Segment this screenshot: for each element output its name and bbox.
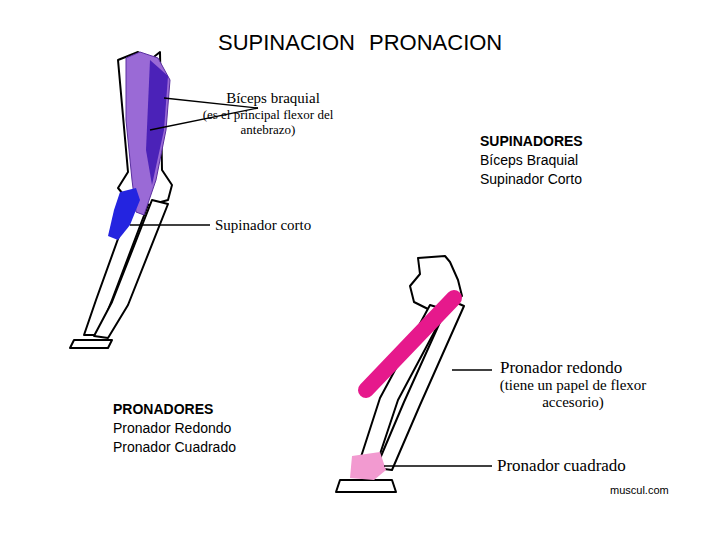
leader-line: [130, 224, 210, 225]
muscle-label: Bíceps braquial: [218, 90, 328, 107]
leader-line: [452, 369, 492, 370]
muscle-note: (tiene un papel de flexor accesorio): [494, 377, 652, 412]
biceps-muscle-shade: [146, 60, 168, 185]
watermark: muscul.com: [610, 484, 669, 497]
leader-line: [384, 465, 492, 466]
pronator-quadratus-muscle: [350, 452, 386, 480]
list-item: Pronador Cuadrado: [113, 439, 236, 455]
muscle-label: Supinador corto: [215, 217, 311, 234]
list-item: Supinador Corto: [480, 171, 582, 187]
group-heading: SUPINADORES: [480, 133, 583, 149]
pronator-teres-muscle: [366, 298, 454, 390]
list-item: Pronador Redondo: [113, 420, 231, 436]
list-item: Bíceps Braquial: [480, 152, 578, 168]
diagram-title: SUPINACION PRONACION: [218, 30, 502, 55]
muscle-label: Pronador redondo: [500, 358, 622, 378]
wrist-bone: [70, 340, 112, 348]
group-heading: PRONADORES: [113, 401, 213, 417]
wrist-bone: [336, 480, 396, 492]
muscle-label: Pronador cuadrado: [497, 456, 626, 476]
muscle-note: (es el principal flexor del antebrazo): [198, 108, 338, 138]
supinator-muscle: [108, 188, 140, 240]
